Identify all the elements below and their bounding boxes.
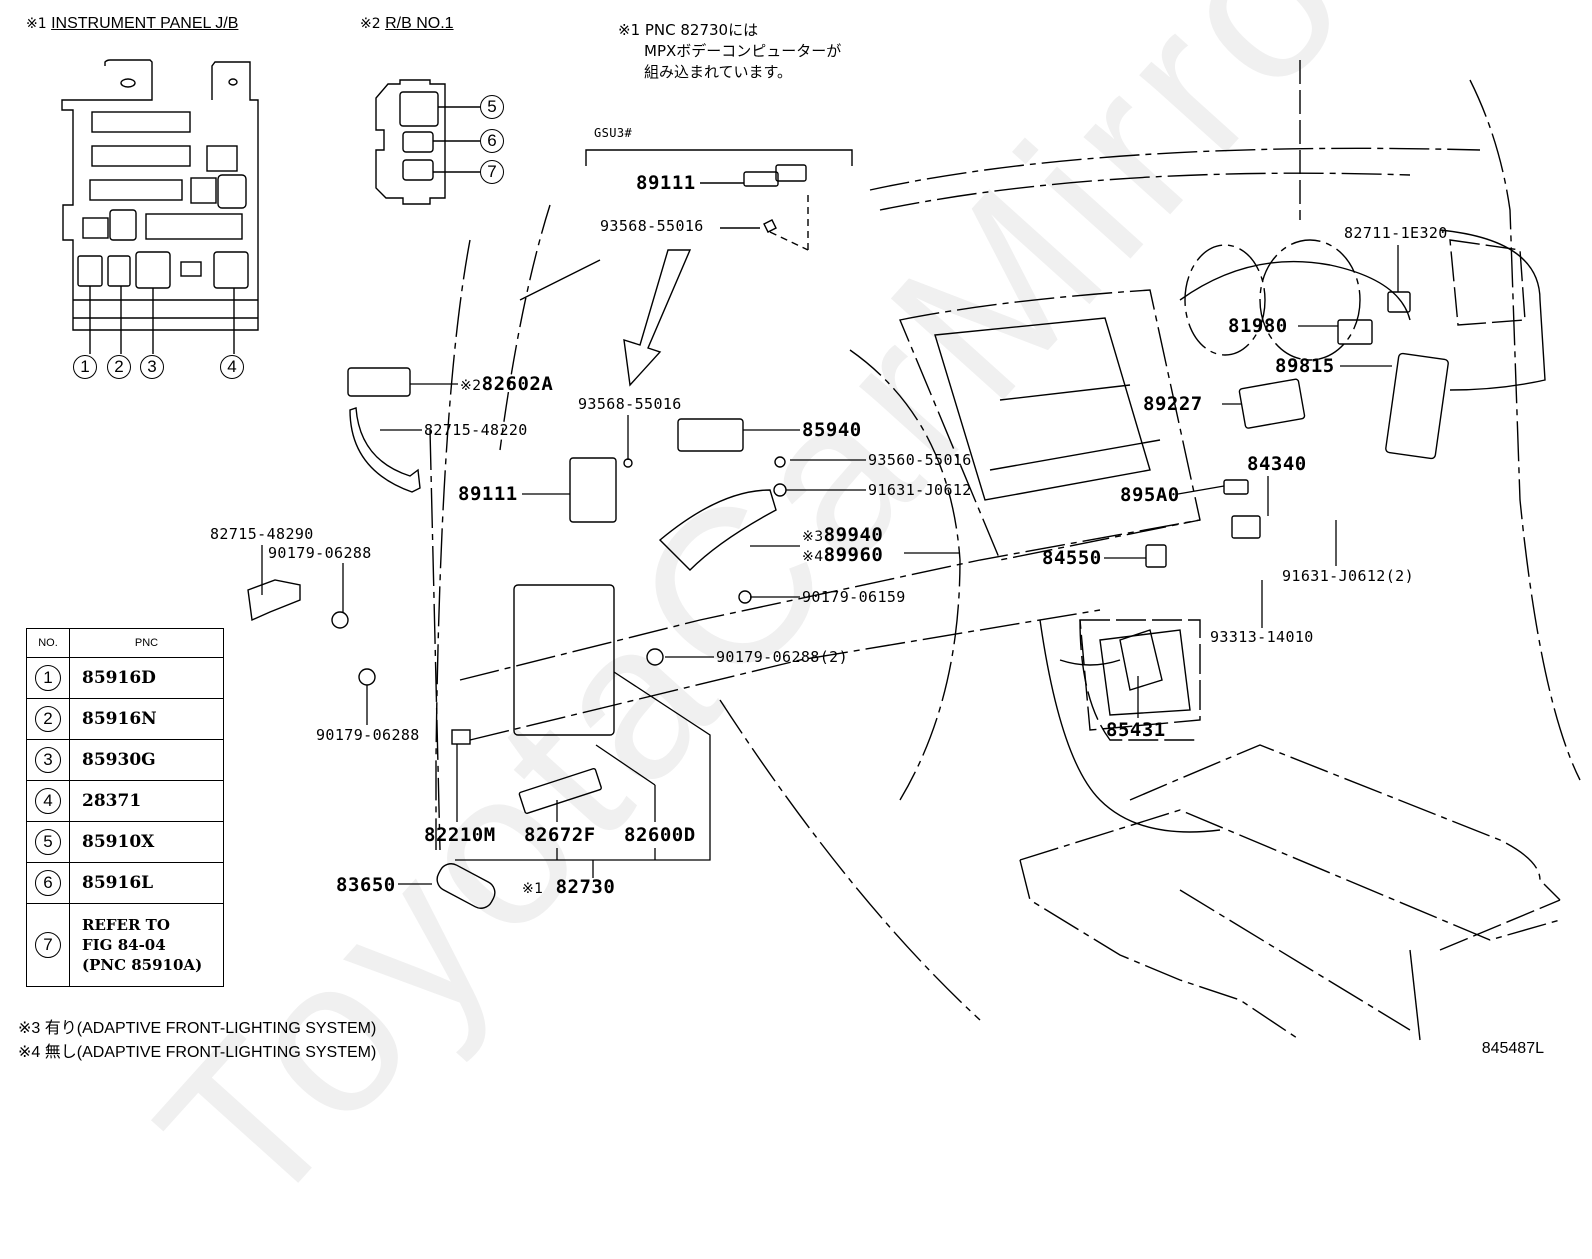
table-row: 4 28371 — [26, 780, 224, 822]
part-label-90179-06288-b[interactable]: 90179-06288 — [316, 726, 420, 744]
callout-circle: 5 — [480, 95, 504, 119]
table-row: 1 85916D — [26, 657, 224, 699]
pnc-value[interactable]: 28371 — [69, 780, 224, 822]
reference-line: (PNC 85910A) — [82, 956, 203, 974]
pnc-value[interactable]: 85916D — [69, 657, 224, 699]
callout-circle: 6 — [480, 129, 504, 153]
table-header-row: NO. PNC — [26, 628, 224, 658]
reference-line: REFER TO — [82, 916, 170, 934]
callout-circle: 3 — [140, 355, 164, 379]
part-label-93560-55016[interactable]: 93560-55016 — [868, 451, 972, 469]
relay-block-heading: ※2 R/B NO.1 — [360, 16, 454, 32]
part-label-82600D[interactable]: 82600D — [624, 824, 696, 846]
note-line: ※1 PNC 82730には — [618, 21, 759, 39]
part-label-85431[interactable]: 85431 — [1106, 719, 1166, 741]
part-label-84340[interactable]: 84340 — [1247, 453, 1307, 475]
part-label-89111-top[interactable]: 89111 — [636, 172, 696, 194]
instrument-panel-jb-drawing — [61, 59, 259, 354]
pnc-value[interactable]: 85910X — [69, 821, 224, 863]
part-label-93313-14010[interactable]: 93313-14010 — [1210, 628, 1314, 646]
footnote-afs-not-equipped: ※4 無し(ADAPTIVE FRONT-LIGHTING SYSTEM) — [18, 1044, 377, 1061]
note-mark: ※2 — [360, 16, 381, 32]
part-label-82602A[interactable]: ※282602A — [460, 375, 553, 394]
table-row: 5 85910X — [26, 821, 224, 863]
part-label-81980[interactable]: 81980 — [1228, 315, 1288, 337]
figure-id: 845487L — [1481, 1040, 1544, 1057]
note-mark: ※1 — [26, 16, 47, 32]
gsu3-bracket — [585, 149, 853, 166]
part-number: 89940 — [823, 524, 884, 546]
column-header-pnc: PNC — [69, 628, 224, 658]
note-mark: ※3 — [802, 529, 824, 545]
parts-diagram-drawing — [61, 59, 1581, 1041]
part-number: 89960 — [823, 544, 884, 566]
part-number: 82602A — [481, 373, 554, 395]
part-label-85940[interactable]: 85940 — [802, 419, 862, 441]
instrument-panel-jb-title: INSTRUMENT PANEL J/B — [51, 15, 239, 32]
part-label-82715-48220[interactable]: 82715-48220 — [424, 421, 528, 439]
part-label-93568-55016-top[interactable]: 93568-55016 — [600, 217, 704, 235]
instrument-panel-jb-heading: ※1 INSTRUMENT PANEL J/B — [26, 16, 238, 32]
part-label-84550[interactable]: 84550 — [1042, 547, 1102, 569]
row-number-circle: 7 — [35, 932, 61, 958]
model-group-label: GSU3# — [594, 126, 633, 140]
part-label-93568-55016-mid[interactable]: 93568-55016 — [578, 395, 682, 413]
part-label-82672F[interactable]: 82672F — [524, 824, 596, 846]
row-number-circle: 2 — [35, 706, 61, 732]
callout-circle: 7 — [480, 160, 504, 184]
table-row: 3 85930G — [26, 739, 224, 781]
part-label-90179-06159[interactable]: 90179-06159 — [802, 588, 906, 606]
pnc-reference-table: NO. PNC 1 85916D 2 85916N 3 85930G 4 283… — [26, 628, 224, 987]
part-label-91631-J0612[interactable]: 91631-J0612 — [868, 481, 972, 499]
row-number-circle: 3 — [35, 747, 61, 773]
note-mark: ※2 — [460, 378, 482, 394]
row-number-circle: 6 — [35, 870, 61, 896]
footnote-afs-equipped: ※3 有り(ADAPTIVE FRONT-LIGHTING SYSTEM) — [18, 1020, 377, 1037]
row-number-circle: 5 — [35, 829, 61, 855]
column-header-no: NO. — [26, 628, 70, 658]
relay-block-title: R/B NO.1 — [385, 15, 454, 32]
part-label-91631-J0612-2[interactable]: 91631-J0612(2) — [1282, 567, 1415, 585]
part-label-82730[interactable]: ※1 82730 — [522, 878, 615, 897]
row-number-circle: 4 — [35, 788, 61, 814]
part-label-90179-06288-a[interactable]: 90179-06288 — [268, 544, 372, 562]
relay-block-drawing — [375, 79, 480, 205]
callout-circle: 1 — [73, 355, 97, 379]
part-label-89111-mid[interactable]: 89111 — [458, 483, 518, 505]
note-line: MPXボデーコンピューターが — [644, 42, 842, 60]
part-label-89227[interactable]: 89227 — [1143, 393, 1203, 415]
part-label-82715-48290[interactable]: 82715-48290 — [210, 525, 314, 543]
pnc-value[interactable]: 85916L — [69, 862, 224, 904]
row-number-circle: 1 — [35, 665, 61, 691]
callout-circle: 2 — [107, 355, 131, 379]
part-label-83650[interactable]: 83650 — [336, 874, 396, 896]
part-label-82210M[interactable]: 82210M — [424, 824, 496, 846]
table-row: 6 85916L — [26, 862, 224, 904]
note-line: 組み込まれています。 — [644, 63, 793, 81]
note-mark: ※1 — [522, 881, 544, 897]
pnc-reference-note[interactable]: REFER TO FIG 84-04 (PNC 85910A) — [69, 903, 224, 987]
part-label-89815[interactable]: 89815 — [1275, 355, 1335, 377]
table-row: 2 85916N — [26, 698, 224, 740]
part-label-82711-1E320[interactable]: 82711-1E320 — [1344, 224, 1448, 242]
callout-circle: 4 — [220, 355, 244, 379]
part-label-89940[interactable]: ※389940 — [802, 526, 883, 545]
part-number: 82730 — [555, 876, 616, 898]
part-label-895A0[interactable]: 895A0 — [1120, 484, 1180, 506]
part-label-90179-06288-2[interactable]: 90179-06288(2) — [716, 648, 849, 666]
part-label-89960[interactable]: ※489960 — [802, 546, 883, 565]
pnc-value[interactable]: 85930G — [69, 739, 224, 781]
mpx-body-computer-note: ※1 PNC 82730には MPXボデーコンピューターが 組み込まれています。 — [618, 20, 841, 83]
table-row: 7 REFER TO FIG 84-04 (PNC 85910A) — [26, 903, 224, 987]
pnc-value[interactable]: 85916N — [69, 698, 224, 740]
reference-line: FIG 84-04 — [82, 936, 166, 954]
note-mark: ※4 — [802, 549, 824, 565]
relay-82602A-shape — [347, 367, 411, 397]
